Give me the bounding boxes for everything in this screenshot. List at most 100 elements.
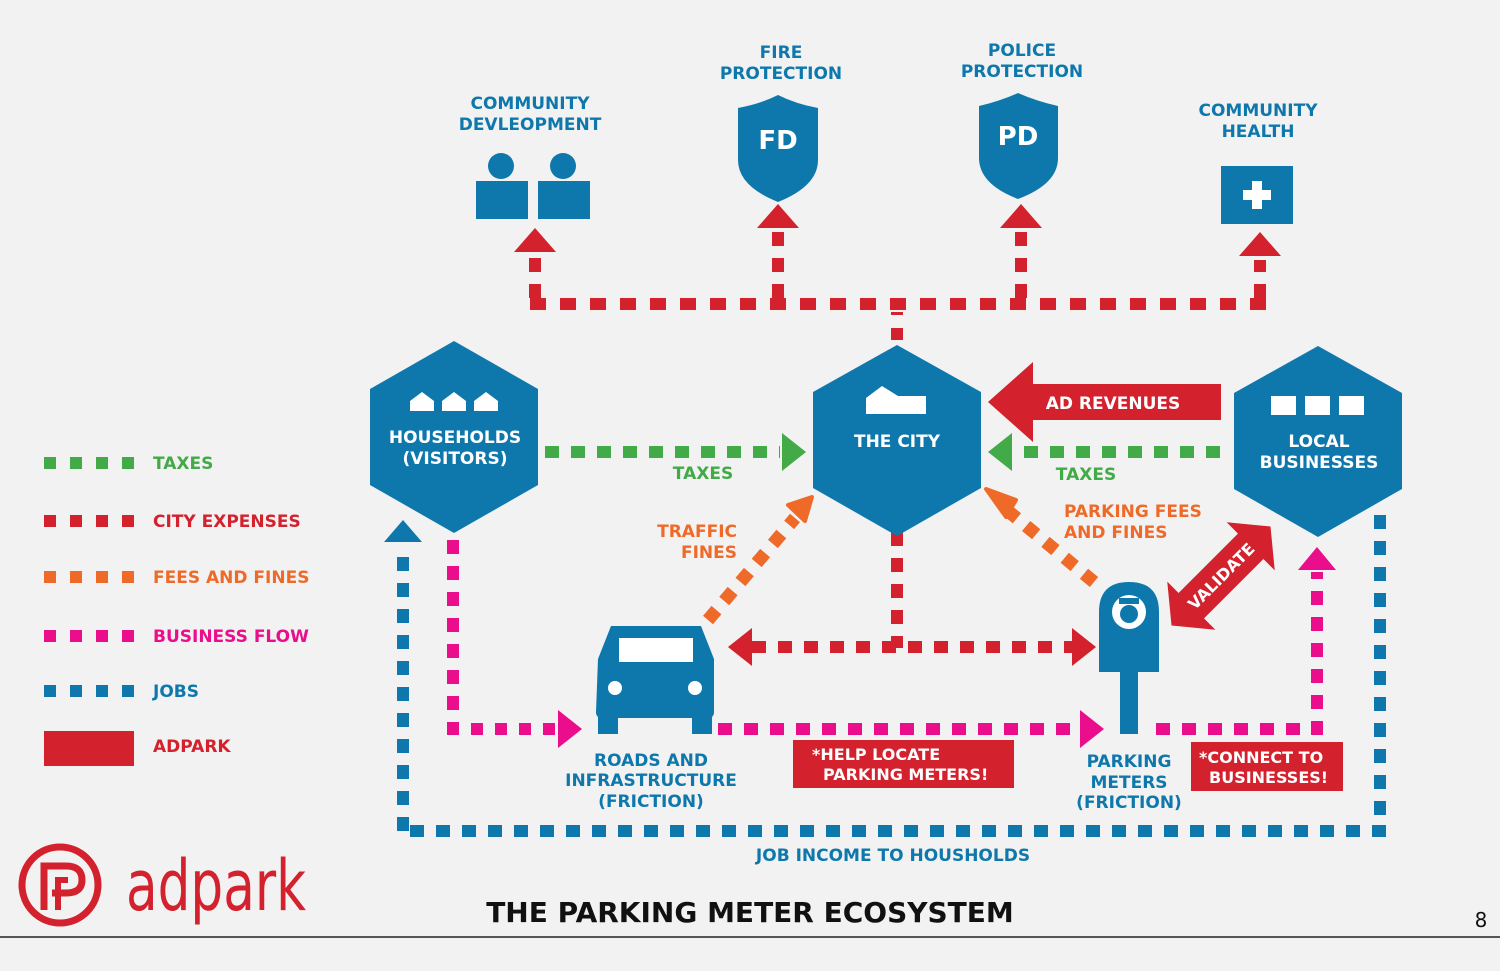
- adpark-logo-mark: [18, 843, 102, 927]
- label-police-protection-1: POLICE: [988, 41, 1056, 61]
- meters-label-3: (FRICTION): [1076, 793, 1182, 813]
- fees-fines-flow: [703, 487, 1099, 625]
- roads-label-1: ROADS AND: [594, 751, 708, 771]
- city-node: THE CITY: [813, 345, 981, 536]
- connect-line-1: *CONNECT TO: [1199, 748, 1323, 767]
- ad-revenues-arrow: AD REVENUES: [988, 362, 1221, 442]
- arrow-to-meters-expense: [1072, 628, 1096, 666]
- help-locate-callout: *HELP LOCATE PARKING METERS!: [793, 740, 1014, 788]
- arrow-to-meters: [1080, 710, 1104, 748]
- meters-label-2: METERS: [1090, 773, 1167, 793]
- validate-arrow: VALIDATE: [1167, 522, 1275, 630]
- legend-swatch-dot: [96, 515, 108, 527]
- community-development-icon: [476, 153, 590, 219]
- label-community-development-1: COMMUNITY: [470, 94, 590, 114]
- brand-wordmark: adpark: [126, 845, 306, 927]
- roads-label-2: INFRASTRUCTURE: [565, 771, 737, 791]
- police-shield-icon: [979, 93, 1058, 199]
- legend-adpark-swatch: [44, 731, 134, 766]
- legend-label: BUSINESS FLOW: [153, 627, 309, 647]
- legend-swatch-dot: [44, 685, 56, 697]
- legend-swatch-dot: [70, 685, 82, 697]
- label-taxes-right: TAXES: [1056, 465, 1116, 485]
- connect-businesses-callout: *CONNECT TO BUSINESSES!: [1191, 742, 1343, 791]
- storefronts-icon: [1271, 396, 1364, 415]
- label-police-protection-2: PROTECTION: [961, 62, 1083, 82]
- taxes-flow: [545, 433, 1220, 471]
- label-job-income: JOB INCOME TO HOUSHOLDS: [755, 846, 1030, 866]
- legend-swatch-dot: [96, 571, 108, 583]
- arrow-to-roads: [558, 710, 582, 748]
- legend-swatch-dot: [122, 630, 134, 642]
- arrow-to-fire-protection: [757, 204, 799, 228]
- households-node: HOUSEHOLDS (VISITORS): [370, 341, 538, 533]
- legend-swatch-dot: [70, 630, 82, 642]
- label-community-development-2: DEVLEOPMENT: [459, 115, 602, 135]
- page-number: 8: [1475, 908, 1488, 932]
- label-parking-fees-1: PARKING FEES: [1064, 502, 1202, 522]
- ad-revenues-label: AD REVENUES: [1046, 394, 1181, 414]
- legend-swatch-dot: [44, 630, 56, 642]
- arrow-to-community-development: [514, 228, 556, 252]
- help-locate-line-2: PARKING METERS!: [823, 765, 988, 784]
- arrow-taxes-households: [782, 433, 806, 471]
- health-cross-icon: [1221, 166, 1293, 224]
- legend: TAXES CITY EXPENSES FEES AND FINES BUSINESS…: [44, 454, 309, 766]
- arrow-to-police-protection: [1000, 204, 1042, 228]
- fire-badge-text: FD: [758, 126, 797, 156]
- houses-icon: [410, 392, 498, 411]
- arrow-to-roads-expense: [728, 628, 752, 666]
- legend-swatch-dot: [44, 515, 56, 527]
- fire-shield-icon: [738, 95, 818, 202]
- businesses-node: LOCAL BUSINESSES: [1234, 346, 1402, 537]
- help-locate-line-1: *HELP LOCATE: [812, 745, 940, 764]
- households-label-2: (VISITORS): [403, 449, 508, 469]
- business-flow: [447, 540, 1336, 748]
- legend-swatch-dot: [96, 685, 108, 697]
- city-expenses-to-infrastructure: [728, 532, 1096, 666]
- arrow-taxes-businesses: [988, 433, 1012, 471]
- jobs-flow: [384, 515, 1386, 837]
- legend-swatch-dot: [122, 457, 134, 469]
- legend-label: CITY EXPENSES: [153, 512, 301, 532]
- arrow-to-businesses: [1298, 547, 1336, 570]
- arrow-traffic-fines: [786, 495, 814, 523]
- legend-swatch-dot: [70, 571, 82, 583]
- label-fire-protection-2: PROTECTION: [720, 64, 842, 84]
- legend-swatch-dot: [96, 457, 108, 469]
- legend-swatch-dot: [122, 685, 134, 697]
- label-community-health-1: COMMUNITY: [1198, 101, 1318, 121]
- city-label: THE CITY: [854, 432, 941, 452]
- label-parking-fees-2: AND FINES: [1064, 523, 1167, 543]
- households-label-1: HOUSEHOLDS: [389, 428, 521, 448]
- legend-label: TAXES: [153, 454, 213, 474]
- city-expenses-network: [514, 204, 1281, 340]
- legend-swatch-dot: [70, 457, 82, 469]
- label-traffic-fines-1: TRAFFIC: [657, 522, 737, 542]
- arrow-parking-fees: [984, 487, 1018, 519]
- arrow-to-community-health: [1239, 232, 1281, 256]
- businesses-label-2: BUSINESSES: [1260, 453, 1379, 473]
- meters-label-1: PARKING: [1087, 752, 1172, 772]
- car-icon: [596, 626, 714, 734]
- arrow-to-households: [384, 520, 422, 542]
- legend-label: FEES AND FINES: [153, 568, 309, 588]
- legend-swatch-dot: [122, 515, 134, 527]
- parking-meter-icon: [1099, 582, 1159, 734]
- businesses-label-1: LOCAL: [1288, 432, 1349, 452]
- connect-line-2: BUSINESSES!: [1209, 768, 1328, 787]
- legend-label: ADPARK: [153, 737, 231, 757]
- label-fire-protection-1: FIRE: [760, 43, 803, 63]
- label-community-health-2: HEALTH: [1222, 122, 1295, 142]
- label-traffic-fines-2: FINES: [681, 543, 737, 563]
- legend-swatch-dot: [96, 630, 108, 642]
- roads-label-3: (FRICTION): [598, 792, 704, 812]
- legend-label: JOBS: [152, 682, 199, 702]
- legend-swatch-dot: [70, 515, 82, 527]
- city-building-icon: [866, 386, 926, 414]
- legend-swatch-dot: [44, 457, 56, 469]
- legend-swatch-dot: [122, 571, 134, 583]
- police-badge-text: PD: [998, 122, 1039, 152]
- legend-swatch-dot: [44, 571, 56, 583]
